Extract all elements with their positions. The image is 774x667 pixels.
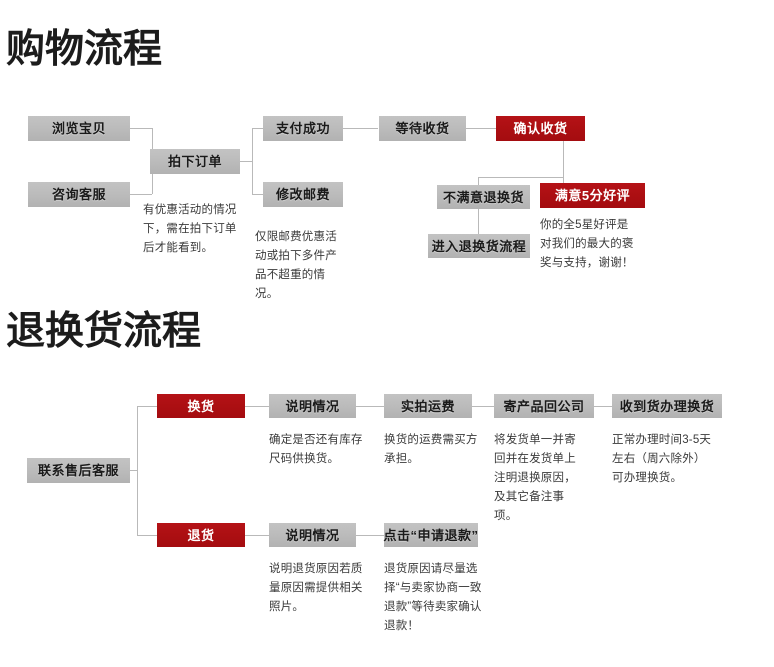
- node-modify-shipping[interactable]: 修改邮费: [263, 182, 343, 207]
- connector-return-to-explain: [245, 535, 269, 536]
- connector-right-bracket-vertical: [252, 128, 253, 194]
- connector-bracket-to-modify-shipping: [252, 194, 264, 195]
- caption-place-order: 有优惠活动的情况下，需在拍下订单后才能看到。: [143, 204, 237, 254]
- connector-bracket-to-pay-success: [252, 128, 264, 129]
- connector-bracket-to-return: [137, 535, 157, 536]
- caption-shipping-photo: 换货的运费需买方承担。: [384, 434, 478, 465]
- node-shipping-photo[interactable]: 实拍运费: [384, 394, 472, 418]
- caption-exchange-explain: 确定是否还有库存尺码供换货。: [269, 434, 363, 465]
- caption-receive-exchange: 正常办理时间3-5天左右（周六除外）可办理换货。: [612, 434, 712, 484]
- connector-place-order-out: [240, 161, 252, 162]
- node-pay-success[interactable]: 支付成功: [263, 116, 343, 141]
- caption-five-star: 你的全5星好评是对我们的最大的褒奖与支持，谢谢！: [540, 219, 634, 269]
- connector-unsatisfied-to-enter-return: [478, 207, 479, 236]
- connector-return-explain-to-refund: [356, 535, 384, 536]
- caption-send-back: 将发货单一并寄回并在发货单上注明退换原因，及其它备注事项。: [494, 434, 576, 522]
- connector-to-unsatisfied: [478, 177, 479, 186]
- node-return[interactable]: 退货: [157, 523, 245, 547]
- connector-to-five-star: [563, 177, 564, 186]
- node-browse[interactable]: 浏览宝贝: [28, 116, 130, 141]
- node-return-explain[interactable]: 说明情况: [269, 523, 356, 547]
- caption-shipping: 仅限邮费优惠活动或拍下多件产品不超重的情况。: [255, 231, 337, 300]
- node-unsatisfied[interactable]: 不满意退换货: [437, 185, 530, 209]
- connector-browse-to-bracket: [130, 128, 152, 129]
- connector-confirm-down: [563, 141, 564, 177]
- node-apply-refund[interactable]: 点击“申请退款”: [384, 523, 478, 547]
- connector-await-to-confirm: [466, 128, 496, 129]
- node-receive-exchange[interactable]: 收到货办理换货: [612, 394, 722, 418]
- node-exchange[interactable]: 换货: [157, 394, 245, 418]
- connector-bracket-to-exchange: [137, 406, 157, 407]
- connector-confirm-split-horizontal: [478, 177, 563, 178]
- caption-apply-refund: 退货原因请尽量选择“与卖家协商一致退款”等待卖家确认退款！: [384, 563, 482, 632]
- connector-service-bracket-vertical: [137, 406, 138, 535]
- node-send-back[interactable]: 寄产品回公司: [494, 394, 594, 418]
- connector-exchange-to-explain: [245, 406, 269, 407]
- connector-send-back-to-receive-exchange: [594, 406, 612, 407]
- node-enter-return[interactable]: 进入退换货流程: [428, 234, 530, 258]
- node-await-receipt[interactable]: 等待收货: [379, 116, 466, 141]
- section-title-shopping-flow: 购物流程: [6, 28, 163, 71]
- node-exchange-explain[interactable]: 说明情况: [269, 394, 356, 418]
- connector-contact-out: [130, 470, 137, 471]
- node-contact-service[interactable]: 联系售后客服: [27, 458, 130, 483]
- node-confirm-receipt[interactable]: 确认收货: [496, 116, 585, 141]
- connector-consult-to-bracket: [130, 194, 152, 195]
- connector-explain-to-shipping-photo: [356, 406, 384, 407]
- section-title-return-exchange-flow: 退换货流程: [6, 310, 202, 353]
- connector-pay-to-await: [342, 128, 378, 129]
- caption-return-explain: 说明退货原因若质量原因需提供相关照片。: [269, 563, 363, 613]
- node-place-order[interactable]: 拍下订单: [150, 149, 240, 174]
- node-five-star[interactable]: 满意5分好评: [540, 183, 645, 208]
- connector-shipping-photo-to-send-back: [472, 406, 494, 407]
- node-consult[interactable]: 咨询客服: [28, 182, 130, 207]
